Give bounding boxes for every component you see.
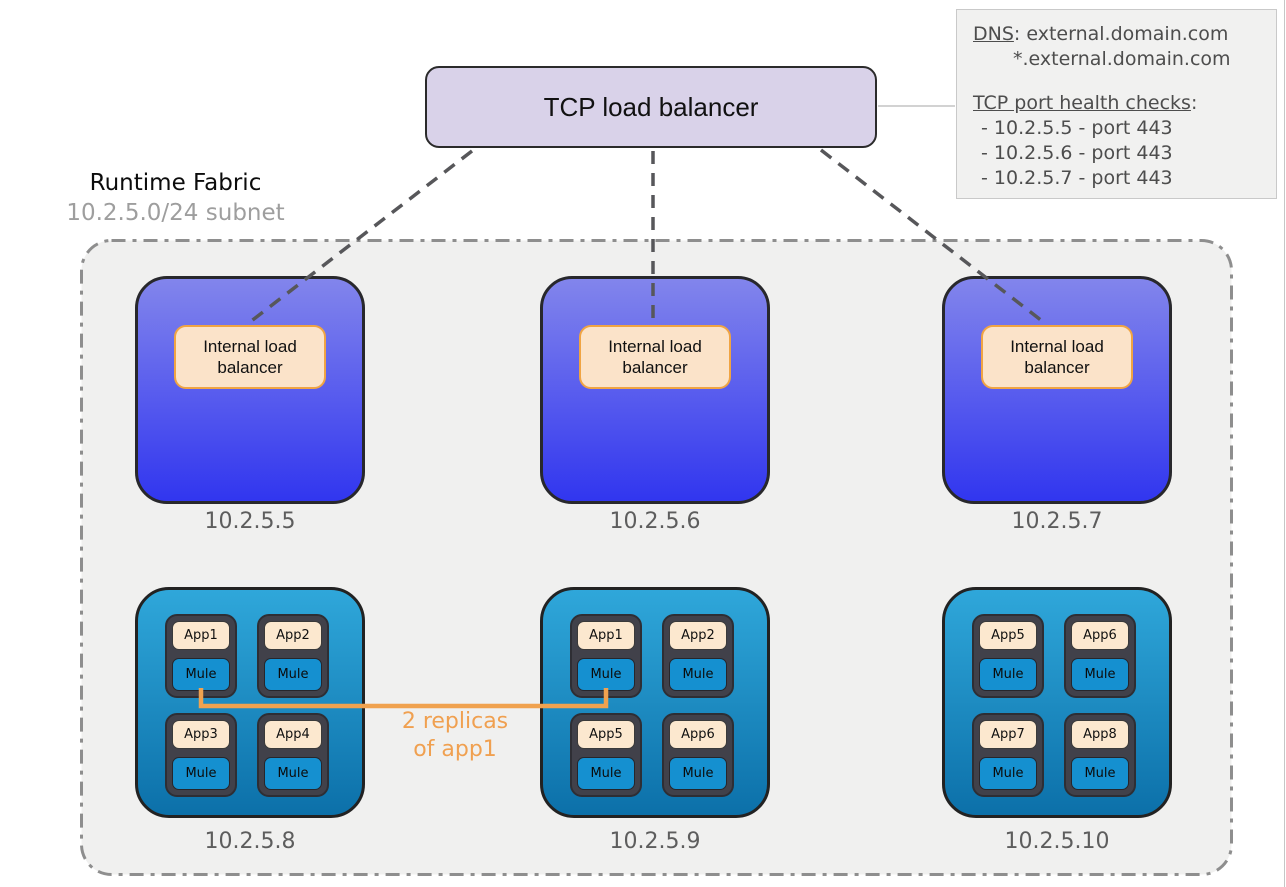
dns-value: external.domain.com: [1026, 23, 1229, 45]
runtime-fabric-heading: Runtime Fabric 10.2.5.0/24 subnet: [28, 168, 323, 228]
runtime-fabric-subnet: 10.2.5.0/24 subnet: [66, 200, 285, 226]
tcp-load-balancer-label: TCP load balancer: [543, 91, 759, 122]
dns-label: DNS: [973, 23, 1014, 45]
internal-load-balancer-box: Internal load balancer: [981, 325, 1133, 389]
pod-grid: App5 Mule App6 Mule App7 Mule App8 Mule: [972, 614, 1169, 797]
app-box: App5: [577, 720, 635, 749]
internal-load-balancer-box: Internal load balancer: [174, 325, 326, 389]
app-replica-pod: App5 Mule: [570, 713, 642, 797]
app-replica-pod: App2 Mule: [662, 614, 734, 698]
mule-runtime-box: Mule: [264, 757, 322, 790]
dns-line: DNS: external.domain.com: [973, 22, 1266, 47]
health-check-item: - 10.2.5.6 - port 443: [981, 142, 1173, 164]
pod-grid: App1 Mule App2 Mule App5 Mule App6 Mule: [570, 614, 767, 797]
app-replica-pod: App1 Mule: [165, 614, 237, 698]
app-replica-pod: App6 Mule: [662, 713, 734, 797]
mule-runtime-box: Mule: [1071, 658, 1129, 691]
app-box: App6: [669, 720, 727, 749]
worker-node-10-2-5-10: App5 Mule App6 Mule App7 Mule App8 Mule: [942, 587, 1172, 818]
health-checks-colon: :: [1190, 92, 1198, 114]
worker-node-10-2-5-8: App1 Mule App2 Mule App3 Mule App4 Mule: [135, 587, 365, 818]
dns-wildcard-line: *.external.domain.com: [1013, 48, 1231, 70]
dns-info-box: DNS: external.domain.com *.external.doma…: [956, 9, 1277, 199]
tcp-load-balancer-node: TCP load balancer: [425, 66, 877, 148]
health-checks-label: TCP port health checks: [973, 92, 1191, 114]
ip-label: 10.2.5.6: [609, 509, 701, 534]
ip-label: 10.2.5.5: [204, 509, 296, 534]
mule-runtime-box: Mule: [979, 757, 1037, 790]
mule-runtime-box: Mule: [577, 658, 635, 691]
runtime-fabric-title: Runtime Fabric: [89, 170, 262, 196]
app-box: App8: [1071, 720, 1129, 749]
health-checks-heading: TCP port health checks:: [973, 91, 1266, 116]
dns-separator: :: [1013, 23, 1027, 45]
app-box: App1: [172, 621, 230, 650]
ip-label: 10.2.5.7: [1011, 509, 1103, 534]
ip-label: 10.2.5.8: [204, 829, 296, 854]
app-replica-pod: App1 Mule: [570, 614, 642, 698]
lb-node-10-2-5-5: Internal load balancer: [135, 276, 365, 504]
health-check-item: - 10.2.5.7 - port 443: [981, 167, 1173, 189]
worker-node-10-2-5-9: App1 Mule App2 Mule App5 Mule App6 Mule: [540, 587, 770, 818]
replica-annotation: 2 replicas of app1: [375, 708, 535, 764]
app-replica-pod: App3 Mule: [165, 713, 237, 797]
mule-runtime-box: Mule: [264, 658, 322, 691]
pod-grid: App1 Mule App2 Mule App3 Mule App4 Mule: [165, 614, 362, 797]
app-box: App3: [172, 720, 230, 749]
app-replica-pod: App6 Mule: [1064, 614, 1136, 698]
ip-label: 10.2.5.9: [609, 829, 701, 854]
app-box: App1: [577, 621, 635, 650]
replica-annotation-line1: 2 replicas: [401, 709, 509, 734]
app-box: App4: [264, 720, 322, 749]
app-box: App2: [669, 621, 727, 650]
app-box: App6: [1071, 621, 1129, 650]
mule-runtime-box: Mule: [172, 658, 230, 691]
info-box-spacer: [973, 72, 1266, 91]
mule-runtime-box: Mule: [577, 757, 635, 790]
mule-runtime-box: Mule: [1071, 757, 1129, 790]
mule-runtime-box: Mule: [669, 658, 727, 691]
app-replica-pod: App2 Mule: [257, 614, 329, 698]
app-box: App5: [979, 621, 1037, 650]
internal-load-balancer-box: Internal load balancer: [579, 325, 731, 389]
app-box: App7: [979, 720, 1037, 749]
replica-annotation-line2: of app1: [413, 737, 497, 762]
lb-node-10-2-5-7: Internal load balancer: [942, 276, 1172, 504]
lb-node-10-2-5-6: Internal load balancer: [540, 276, 770, 504]
health-check-item: - 10.2.5.5 - port 443: [981, 117, 1173, 139]
ip-label: 10.2.5.10: [1004, 829, 1110, 854]
app-replica-pod: App7 Mule: [972, 713, 1044, 797]
mule-runtime-box: Mule: [979, 658, 1037, 691]
app-replica-pod: App4 Mule: [257, 713, 329, 797]
app-replica-pod: App5 Mule: [972, 614, 1044, 698]
app-box: App2: [264, 621, 322, 650]
mule-runtime-box: Mule: [172, 757, 230, 790]
mule-runtime-box: Mule: [669, 757, 727, 790]
app-replica-pod: App8 Mule: [1064, 713, 1136, 797]
